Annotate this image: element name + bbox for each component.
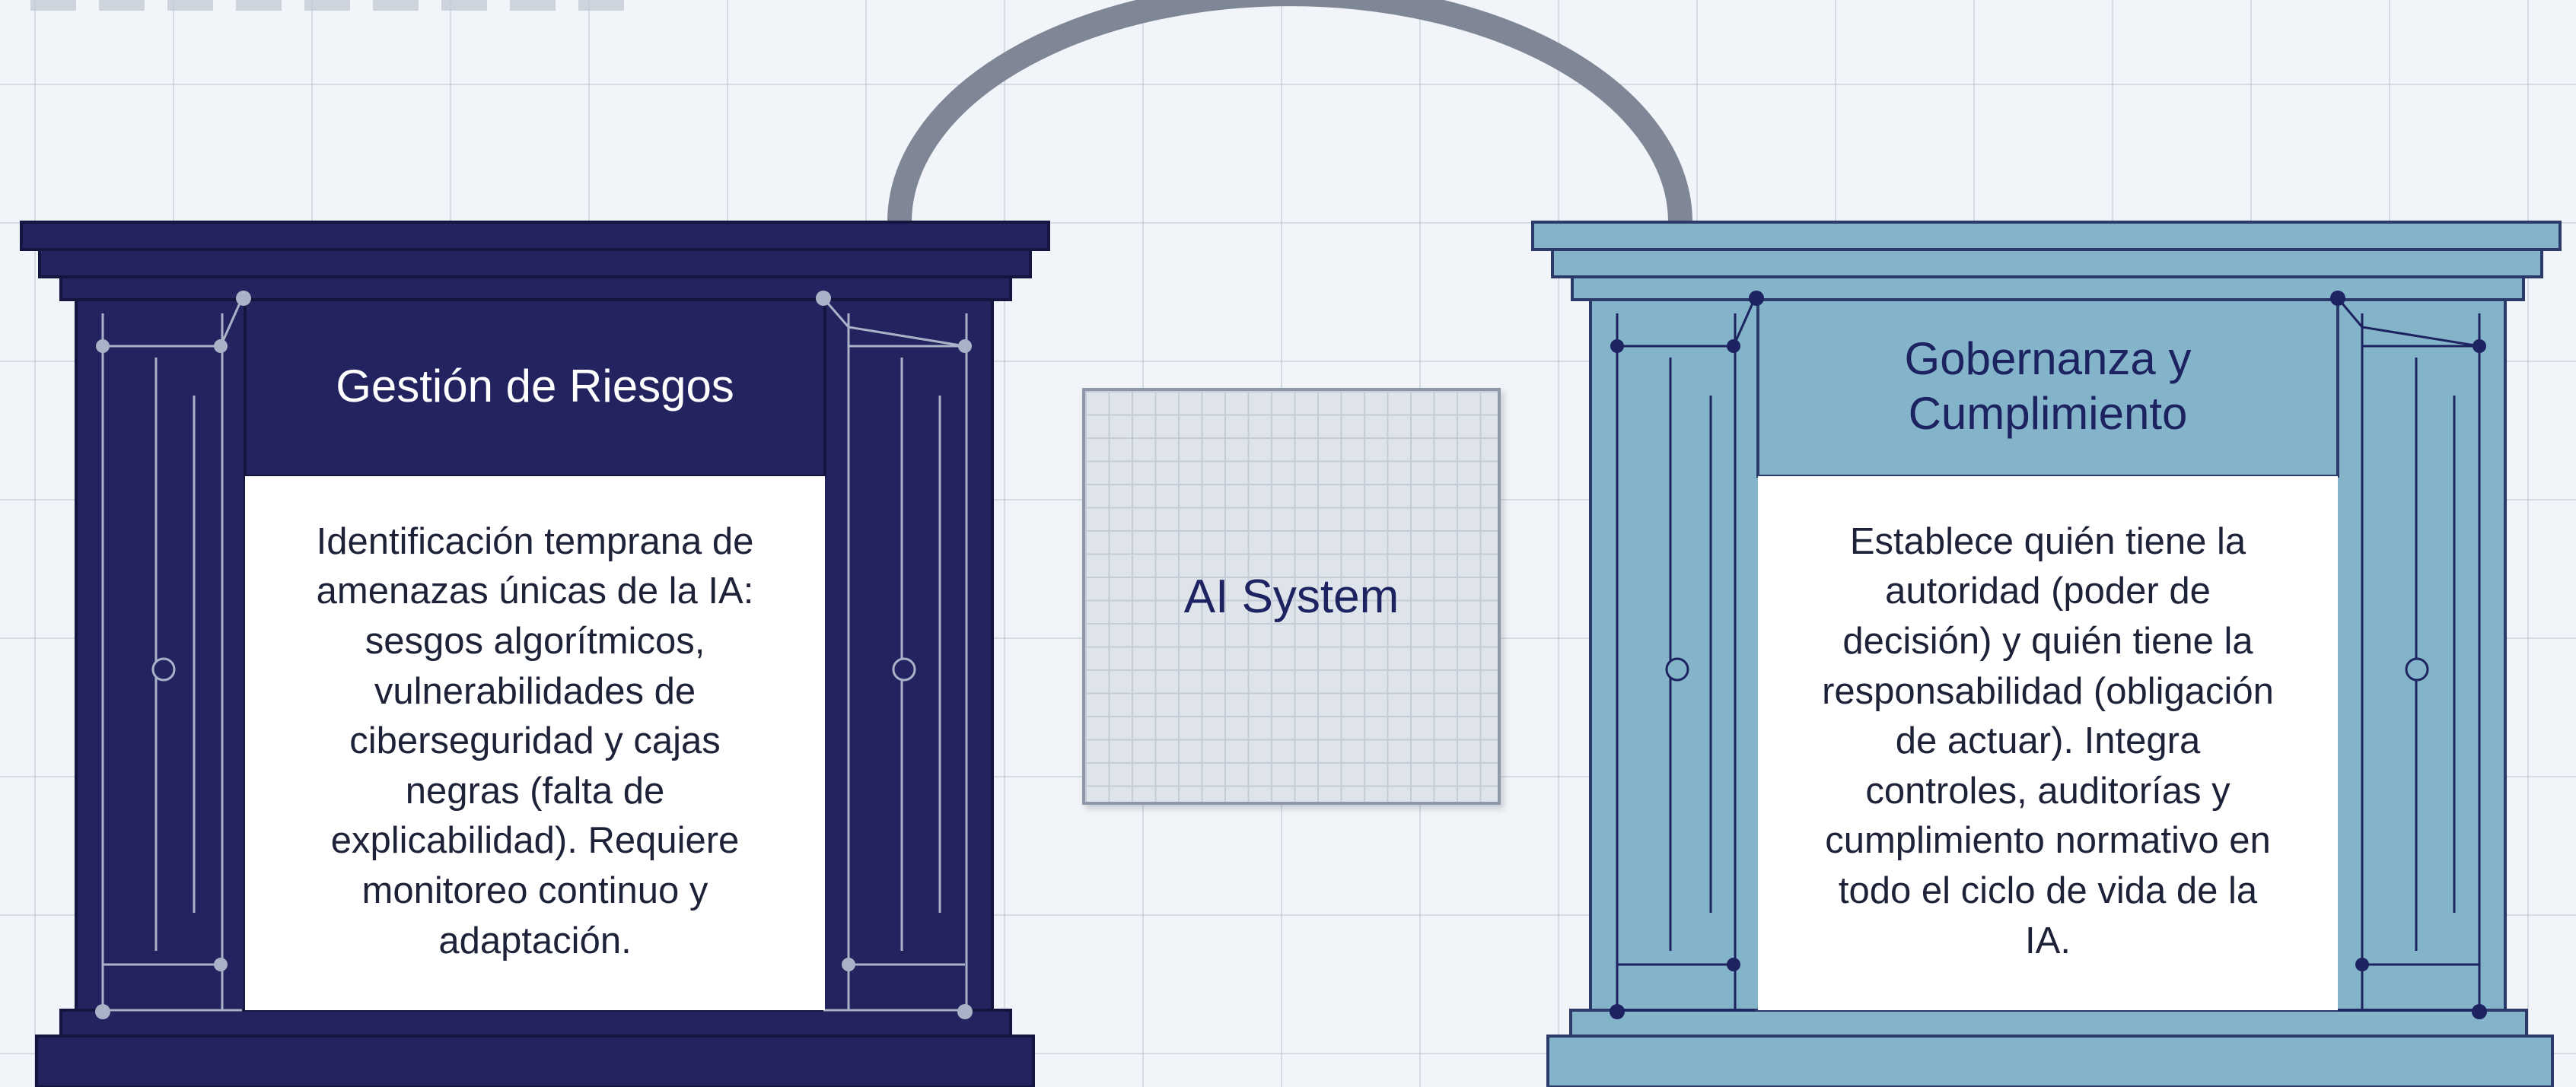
left-column-right [822,298,994,1012]
right-title-line: Gobernanza y [1904,333,2192,384]
right-pillar-structure [1531,221,2562,1087]
right-pillar-body: Establece quién tiene la autoridad (pode… [1756,475,2340,1009]
right-cap-bottom [1571,275,2525,301]
left-pillar-nodes [95,291,973,1019]
right-cap-mid [1551,248,2543,278]
left-body-line: amenazas únicas de la IA: [316,571,754,612]
left-pillar-body: Identificación temprana de amenazas únic… [244,475,826,1009]
left-body-line: ciberseguridad y cajas [349,720,721,762]
left-pillar-title: Gestión de Riesgos [247,298,823,475]
right-body-line: responsabilidad (obligación [1822,670,2274,712]
ai-system-label: AI System [1183,570,1399,623]
left-body-line: sesgos algorítmicos, [365,620,705,662]
left-body-line: explicabilidad). Requiere [330,820,740,862]
right-pillar-nodes [1610,291,2487,1019]
right-body-line: Establece quién tiene la [1849,520,2246,562]
left-cap-bottom [59,275,1012,301]
left-cap-top [20,221,1050,251]
right-base-top [1569,1009,2528,1038]
left-base-bottom [35,1035,1035,1087]
left-pillar-structure [20,221,1050,1087]
left-body-line: vulnerabilidades de [374,670,696,712]
left-body-line: Identificación temprana de [316,520,754,562]
right-body-line: IA. [2025,920,2071,961]
right-title-band [1756,298,2339,478]
right-pillar-title: Gobernanza y Cumplimiento [1759,298,2336,475]
left-body-line: monitoreo continuo y [361,870,708,912]
right-column-right [2335,298,2507,1012]
right-body-line: de actuar). Integra [1895,720,2201,762]
left-body-line: adaptación. [438,920,632,961]
right-body-line: controles, auditorías y [1865,770,2231,812]
right-pillar-circuits [1616,297,2481,1012]
right-pillar-rings [1665,657,2429,682]
left-cap-mid [38,248,1032,278]
right-column-left [1589,298,1761,1012]
right-title-line: Cumplimiento [1908,388,2188,439]
left-body-panel [245,476,825,1010]
left-title-text: Gestión de Riesgos [336,361,734,412]
right-body-line: todo el ciclo de vida de la [1838,870,2258,912]
left-body-line: negras (falta de [405,770,665,812]
left-column-left [75,298,247,1012]
left-pillar-rings [151,657,916,682]
connecting-arch [887,0,1692,223]
right-body-line: decisión) y quién tiene la [1842,620,2253,662]
left-base-top [59,1009,1012,1038]
right-body-line: autoridad (poder de [1885,571,2211,612]
top-decoration [30,0,639,11]
right-body-line: cumplimiento normativo en [1825,820,2271,862]
right-cap-top [1531,221,2562,251]
ai-system-box: AI System [1082,388,1501,805]
right-body-panel [1758,476,2338,1010]
left-title-band [244,298,826,478]
left-pillar-circuits [101,297,968,1012]
right-base-bottom [1546,1035,2554,1087]
